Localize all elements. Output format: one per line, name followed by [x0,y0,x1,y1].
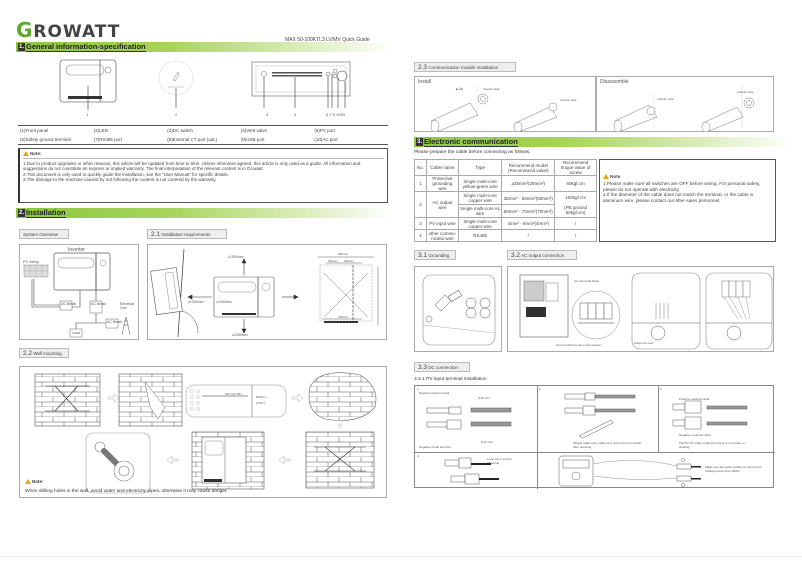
tab-grounding: 3.1 Grounding [414,250,456,260]
component-spec-list: (1)Front panel (2)LED (3)DC switch (4)Ve… [18,125,388,145]
section-1-header: 1.General information-specification [16,42,394,52]
callout-5: 5 [294,112,297,117]
ac-output-svg [519,272,773,350]
cable-spec-table: No. Cable name Type Recommend model (Rec… [414,159,597,242]
clearance-diagram-svg [150,248,379,338]
wall-note-title: Note: [25,479,44,484]
system-wiring-svg [23,252,131,338]
grounding-diagram [414,266,502,352]
inverter-front-illustration [59,59,117,110]
hole-diameter-inch-label: (0.39") [256,401,265,405]
growatt-logo: GROWATT [16,18,121,42]
pv-terminal-subtitle: 3.3.1 PV input terminal installation [414,377,487,382]
installation-requirements-diagram: ≥1000mm ≥1000mm ≥1000mm ≥1000mm 860mm 53… [147,244,387,340]
section-2-header: 2.Installation [16,208,394,218]
tab-dc-connection: 3.3 DC connection [414,362,470,372]
spec-row-2: (6)Safety ground terminal (7)RS485 port … [20,137,338,142]
callout-2: 2 [175,112,178,117]
wiring-note-2: 2.If the diameter of the cable does not … [603,192,754,204]
comm-disassemble-panel: Disassemble Inverter side Inverter side [596,76,774,133]
callout-group-6-10-9-3: 6 7 8 1093 [326,112,345,117]
general-note-box: Note: 1.Due to product upgrades or other… [18,148,388,203]
tab-wall-mounting: 2.2 Wall mounting [19,348,69,358]
warning-icon [23,151,29,156]
ground-holes-label: Ground wiring holes in the inverter [556,343,602,347]
pv-terminal-svg [426,392,748,487]
tab-system-overview: System Overview [19,229,69,239]
comm-disassemble-svg [613,85,755,133]
wall-mounting-steps-svg [34,372,377,494]
table-row: 1 Protective grounding wire Single multi… [414,175,597,192]
tab-installation-requirements: 2.1 Installation requirements [147,229,227,239]
system-overview-diagram: Inverter PV Array DC Break AC Break AC B… [19,244,139,340]
table-row: 2 AC output wire Single multi-core coppe… [414,191,597,218]
callout-4: 4 [266,112,269,117]
note-line-1: 1.Due to product upgrades or other reaso… [23,160,361,172]
wall-mounting-diagram: 60mm(2.36") Ø10mm (0.39") Note: When dri… [19,366,387,498]
tab-ac-output: 3.2 AC output connection [507,250,577,260]
inverter-bottom-illustration [251,61,351,108]
ac-output-diagram: AC terminals block Ground wiring holes i… [507,266,774,352]
ac-terminal-block-label: AC terminals block [574,279,600,283]
table-row: 4 other commu-nicatio wire RS485 / / [414,229,597,242]
hole-spacing-label: 60mm(2.36") [225,392,243,396]
note-line-2: 2.This document is only used to quickly … [23,171,230,177]
warning-icon [25,479,31,484]
comm-install-panel: Install ▲Up Inverter side Inverter side [414,76,596,133]
spec-row-1: (1)Front panel (2)LED (3)DC switch (4)Ve… [20,128,335,133]
note-line-3: 3.The damage to the machine caused by no… [23,177,217,182]
grounding-svg [422,274,496,346]
cable-intro: Please prepare the cable before connecti… [414,150,531,155]
tab-communication-module: 2.3 Communication module installation [414,62,516,72]
note-heading: Note: [23,151,384,159]
callout-1: 1 [86,112,89,117]
page-bottom-divider [0,556,802,557]
comm-install-svg [430,87,558,133]
gasproof-label: Gasproof mud [634,341,654,345]
hole-diameter-label: Ø10mm [256,395,267,399]
table-header-row: No. Cable name Type Recommend model (Rec… [414,159,597,176]
document-title: MAX 50-100KTL3 LV/MV Quick Guide [285,37,370,43]
led-panel-illustration [158,60,194,108]
warning-icon [603,174,609,179]
wall-note-text: When drilling holes in the wall, avoid w… [25,489,228,494]
pv-terminal-steps: 1 Positive metal terminal 8-10 mm 8-10 m… [414,385,775,489]
section-3-header: 3.Electronic communication [414,137,792,147]
wiring-note-1: 1.Please make sure all switches are OFF … [603,180,761,192]
wiring-note-box: Note 1.Please make sure all switches are… [599,159,776,242]
table-row: 3 PV input wire Single multi-core copper… [414,217,597,230]
